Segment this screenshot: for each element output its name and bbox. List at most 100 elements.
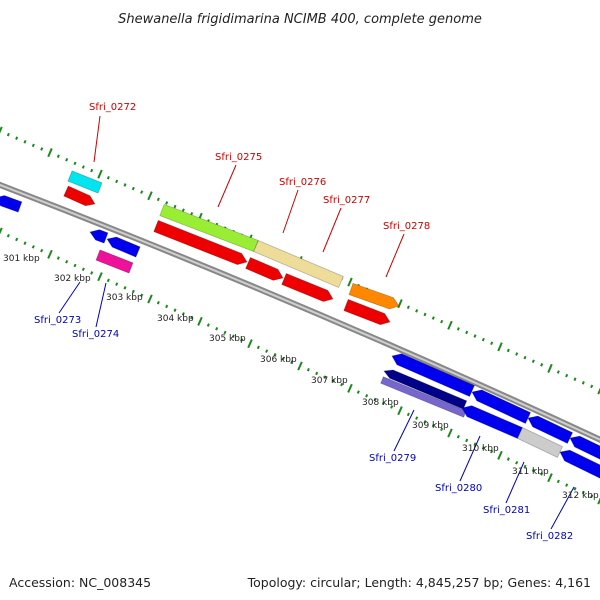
lower-track-tick (465, 438, 469, 443)
upper-track-tick (523, 355, 527, 360)
lower-track-tick (47, 249, 53, 259)
upper-track-tick (406, 305, 410, 310)
upper-track-tick (15, 136, 19, 140)
upper-track-tick (590, 384, 594, 389)
lower-track-tick (315, 371, 319, 376)
gene-label-sfri-0273: Sfri_0273 (34, 315, 81, 326)
gene-sfri-0275 (153, 219, 248, 266)
gene-sfri-0277 (281, 272, 334, 302)
gene-sfri-0279 (391, 353, 475, 398)
leader-sfri-0280 (459, 435, 481, 482)
leader-sfri-0279 (393, 409, 415, 452)
label-leaders (58, 115, 575, 530)
upper-track-tick (147, 191, 153, 201)
gene-label-sfri-0281: Sfri_0281 (483, 505, 530, 516)
gene-labels-reverse: Sfri_0273 Sfri_0274 Sfri_0279 Sfri_0280 … (34, 315, 573, 542)
lower-track-tick (290, 360, 294, 365)
upper-track-tick (597, 387, 600, 395)
lower-track-tick (415, 416, 419, 420)
upper-track-tick (397, 299, 403, 309)
genome-backbone (0, 181, 600, 443)
lower-track-tick (390, 405, 394, 409)
lower-track-tick (423, 420, 427, 424)
upper-track-tick (90, 168, 94, 173)
gene-label-sfri-0272: Sfri_0272 (89, 102, 136, 113)
gene-label-sfri-0277: Sfri_0277 (323, 195, 370, 206)
lower-track-tick (56, 256, 60, 260)
upper-track-tick (165, 201, 169, 205)
lower-track-tick (297, 361, 303, 371)
upper-track-tick (115, 179, 119, 184)
upper-track-tick (490, 341, 494, 346)
lower-track-tick (581, 490, 585, 495)
upper-track-tick (473, 334, 477, 338)
lower-track-tick (173, 308, 177, 312)
leader-sfri-0272 (93, 115, 101, 163)
lower-track-tick (473, 442, 477, 446)
lower-track-tick (590, 494, 594, 499)
lower-track-tick (515, 461, 519, 465)
lower-track-tick (106, 278, 110, 283)
upper-track-tick (156, 197, 160, 202)
gene-label-sfri-0282: Sfri_0282 (526, 531, 573, 542)
upper-track-tick (497, 342, 503, 352)
lower-track-tick (397, 406, 403, 416)
upper-track-tick (440, 319, 444, 324)
gene-sfri-0273 (89, 229, 109, 244)
upper-track-tick (547, 363, 553, 373)
gene-sfri-0282-track (559, 449, 600, 479)
upper-track-tick (515, 352, 519, 356)
upper-track-tick (123, 183, 127, 187)
leader-sfri-0275 (217, 164, 237, 208)
gene-features (0, 170, 600, 479)
gene-sfri-0274 (95, 249, 134, 274)
lower-track-tick (90, 271, 94, 275)
gene-label-sfri-0280: Sfri_0280 (435, 483, 482, 494)
gene-sfri-0275-box (159, 203, 259, 253)
lower-track-tick (0, 227, 3, 235)
lower-track-tick (247, 339, 253, 349)
upper-track-tick (31, 143, 35, 148)
scale-label-305: 305 kbp (209, 334, 246, 344)
lower-track-tick (365, 394, 369, 398)
lower-track-tick (356, 390, 360, 394)
lower-track-tick (206, 323, 210, 327)
scale-label-304: 304 kbp (157, 314, 194, 324)
lower-track-tick (65, 260, 69, 264)
lower-track-tick (23, 241, 27, 245)
lower-track-tick (523, 464, 527, 469)
lower-track-tick (565, 483, 569, 487)
lower-track-tick (215, 327, 219, 331)
gene-sfri-0281 (527, 415, 574, 444)
lower-track-tick (231, 334, 235, 338)
leader-sfri-0281 (505, 461, 525, 504)
upper-track-tick (431, 316, 435, 320)
lower-track-tick (40, 248, 44, 253)
gene-sfri-0273b (106, 236, 141, 258)
lower-track-tick (381, 401, 385, 405)
lower-track-tick (340, 382, 344, 387)
map-title: Shewanella frigidimarina NCIMB 400, comp… (118, 12, 482, 27)
gene-sfri-0282 (569, 435, 600, 460)
upper-track-tick (173, 204, 177, 209)
gene-label-sfri-0274: Sfri_0274 (72, 329, 119, 340)
upper-track-tick (181, 208, 185, 212)
gene-sfri-0280 (471, 389, 532, 424)
upper-track-tick (0, 126, 3, 134)
scale-label-302: 302 kbp (54, 274, 91, 284)
scale-label-309: 309 kbp (412, 421, 449, 431)
gene-label-sfri-0278: Sfri_0278 (383, 221, 430, 232)
leader-sfri-0273 (58, 281, 81, 314)
backbone-inner (0, 183, 600, 441)
lower-track-tick (531, 468, 535, 472)
upper-track-tick (581, 381, 585, 385)
upper-track-tick (131, 186, 135, 191)
upper-track-tick (347, 277, 353, 287)
lower-track-tick (265, 349, 269, 353)
lower-track-tick (431, 423, 435, 428)
leader-sfri-0274 (95, 282, 107, 328)
lower-track-tick (306, 367, 310, 372)
lower-track-tick (323, 375, 327, 379)
gene-sfri-0278-box (348, 282, 400, 310)
lower-track-tick (406, 412, 410, 417)
